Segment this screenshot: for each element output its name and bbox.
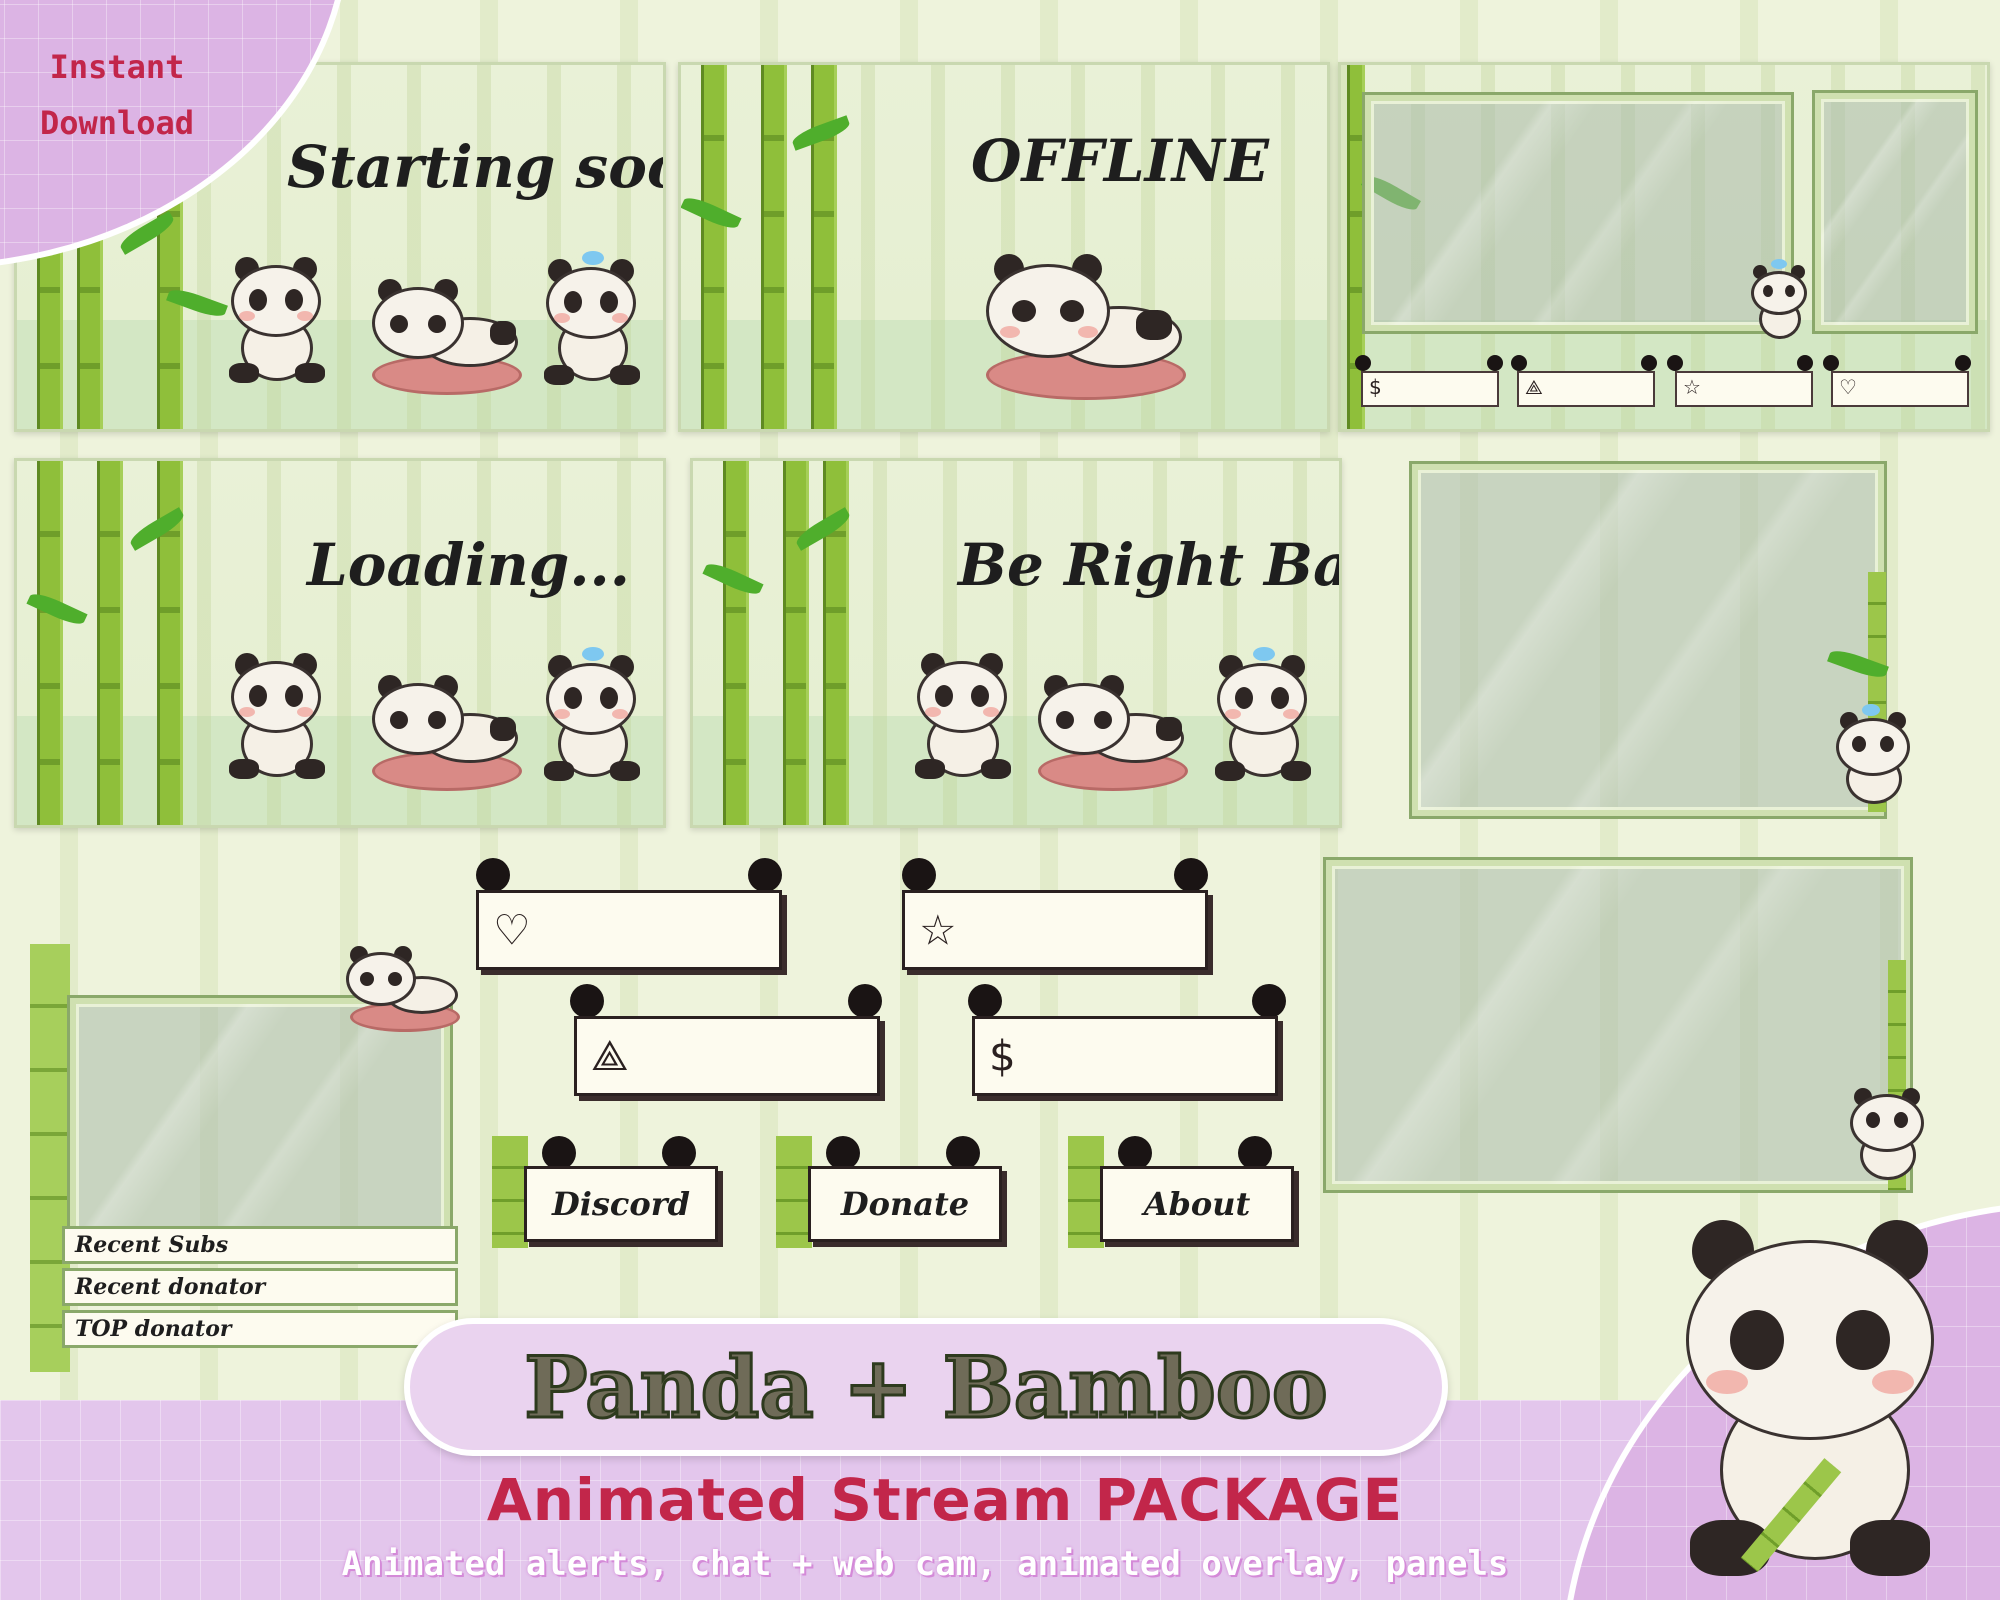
panda-waving — [542, 251, 642, 385]
panda-lying-small — [346, 944, 466, 1032]
panda-sitting — [227, 255, 327, 385]
alert-star: ☆ — [902, 858, 1212, 978]
package-title: Panda + Bamboo — [523, 1337, 1330, 1439]
heart-icon: ♡ — [493, 905, 531, 955]
scene-be-right-back: Be Right Back — [690, 458, 1342, 828]
scene-title: Loading... — [307, 531, 630, 599]
heart-icon: ♡ — [1839, 375, 1857, 399]
panel-discord[interactable]: Discord — [492, 1136, 732, 1248]
star-icon: ☆ — [919, 905, 957, 955]
dollar-icon: $ — [989, 1031, 1016, 1081]
scene-title: Be Right Back — [958, 531, 1339, 599]
badge-line-2: Download — [39, 104, 195, 142]
dollar-icon: $ — [1369, 375, 1382, 399]
panda-sleeping — [986, 250, 1186, 400]
panda-holding-bamboo — [1848, 1084, 1928, 1184]
panda-waving — [542, 647, 642, 781]
panda-lying — [372, 275, 522, 395]
package-tagline: Animated alerts, chat + web cam, animate… — [341, 1544, 1509, 1584]
chat-cam-frame — [67, 995, 453, 1263]
scene-loading: Loading... — [14, 458, 666, 828]
panda-climbing — [1834, 704, 1914, 808]
ethereum-icon: ⟁ — [1525, 375, 1543, 399]
star-icon: ☆ — [1683, 375, 1701, 399]
alert-dollar: $ — [968, 984, 1286, 1104]
title-pill: Panda + Bamboo — [404, 1318, 1448, 1456]
panda-sitting — [913, 651, 1013, 781]
panda-waving-small — [1749, 259, 1809, 341]
panel-label: Donate — [840, 1185, 970, 1223]
panda-lying — [1038, 671, 1188, 791]
chat-widget: Recent Subs Recent donator TOP donator — [30, 944, 460, 1372]
alert-ethereum: ⟁ — [570, 984, 882, 1104]
side-frame — [1812, 90, 1978, 334]
package-subtitle: Animated Stream PACKAGE — [486, 1466, 1404, 1534]
webcam-frame — [1362, 92, 1794, 334]
alert-heart: ♡ — [476, 858, 786, 978]
webcam-frame-large — [1409, 461, 1887, 819]
chat-row-recent-subs: Recent Subs — [62, 1226, 458, 1264]
chat-row-recent-donator: Recent donator — [62, 1268, 458, 1306]
mini-alert-ethereum: ⟁ — [1517, 371, 1655, 407]
ethereum-icon: ⟁ — [591, 1031, 629, 1080]
webcam-frame-bottom — [1323, 857, 1913, 1193]
mini-alert-dollar: $ — [1361, 371, 1499, 407]
panda-mascot-large — [1680, 1210, 1940, 1590]
scene-title: OFFLINE — [971, 127, 1270, 195]
badge-line-1: Instant — [49, 48, 185, 86]
scene-offline: OFFLINE — [678, 62, 1330, 432]
panda-lying — [372, 671, 522, 791]
panda-waving — [1213, 647, 1313, 781]
scene-title: Starting soon — [287, 133, 663, 201]
mini-alert-star: ☆ — [1675, 371, 1813, 407]
panel-donate[interactable]: Donate — [776, 1136, 1016, 1248]
panel-label: Discord — [552, 1185, 690, 1223]
overlay-main: $ ⟁ ☆ ♡ — [1338, 62, 1990, 432]
chat-row-top-donator: TOP donator — [62, 1310, 458, 1348]
panda-sitting — [227, 651, 327, 781]
panel-about[interactable]: About — [1068, 1136, 1308, 1248]
mini-alert-heart: ♡ — [1831, 371, 1969, 407]
panel-label: About — [1143, 1185, 1251, 1223]
